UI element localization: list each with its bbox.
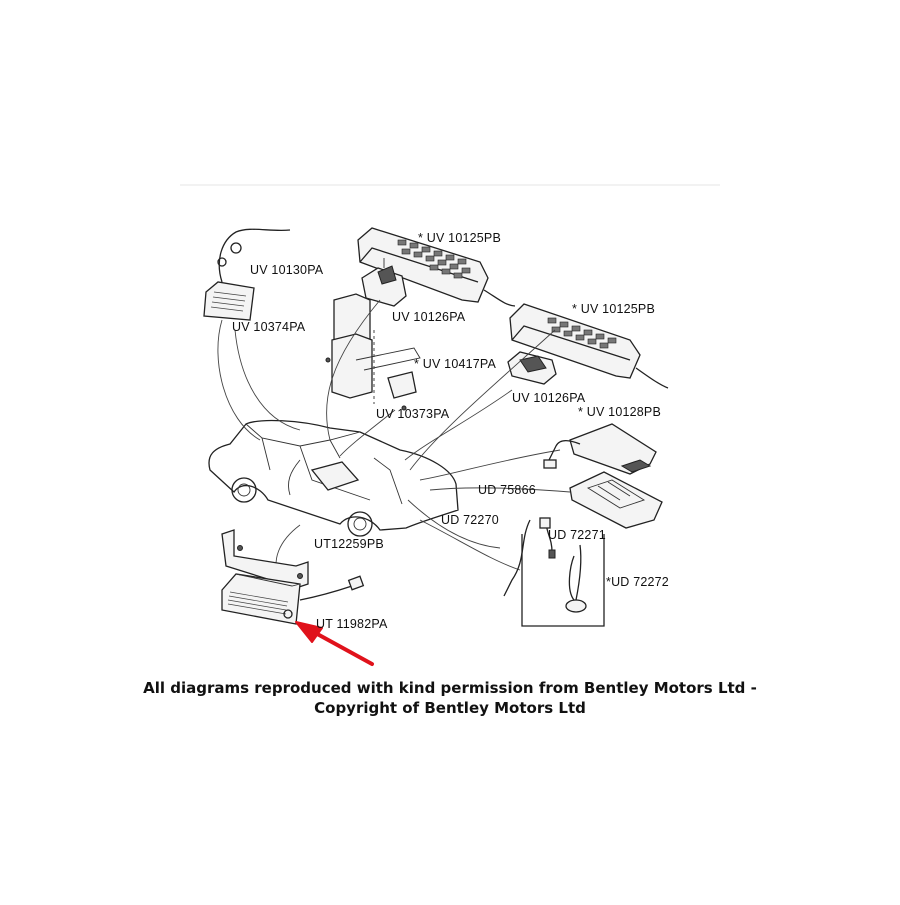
label-uv10126pa-mid: UV 10126PA: [512, 391, 586, 405]
leader-lines: [217, 299, 571, 581]
cradle-mid-drawing: [507, 351, 557, 385]
handset-top-drawing: [357, 227, 516, 307]
label-uv10373pa: UV 10373PA: [376, 407, 450, 421]
label-uv10125pb-right: * UV 10125PB: [572, 302, 656, 316]
speaker-top-drawing: [203, 228, 291, 321]
label-ud72270: UD 72270: [441, 513, 499, 527]
caption-line-2: Copyright of Bentley Motors Ltd: [314, 699, 586, 717]
battery-pack-drawing: [543, 423, 657, 475]
label-uv10417pa: * UV 10417PA: [414, 357, 497, 371]
bracket-plates-drawing: [325, 293, 421, 411]
label-ud72272: *UD 72272: [606, 575, 669, 589]
label-uv10125pb-top: * UV 10125PB: [418, 231, 502, 245]
antenna-box-drawing: [503, 517, 605, 627]
handset-right-drawing: [509, 303, 669, 389]
label-uv10128pb: * UV 10128PB: [578, 405, 662, 419]
label-uv10126pa-top: UV 10126PA: [392, 310, 466, 324]
red-arrow-pointer: [295, 621, 374, 666]
car-drawing: [208, 419, 459, 537]
label-uv10130pa: UV 10130PA: [250, 263, 324, 277]
label-uv10374pa: UV 10374PA: [232, 320, 306, 334]
charger-tray-drawing: [569, 471, 663, 529]
label-ud72271: UD 72271: [548, 528, 606, 542]
mount-bracket-drawing: [221, 529, 309, 589]
label-ud75866: UD 75866: [478, 483, 536, 497]
label-ut12259pb: UT12259PB: [314, 537, 384, 551]
caption-line-1: All diagrams reproduced with kind permis…: [143, 679, 757, 697]
cradle-top-drawing: [361, 258, 407, 307]
speaker-lower-drawing: [221, 573, 365, 625]
label-ut11982pa: UT 11982PA: [316, 617, 388, 631]
